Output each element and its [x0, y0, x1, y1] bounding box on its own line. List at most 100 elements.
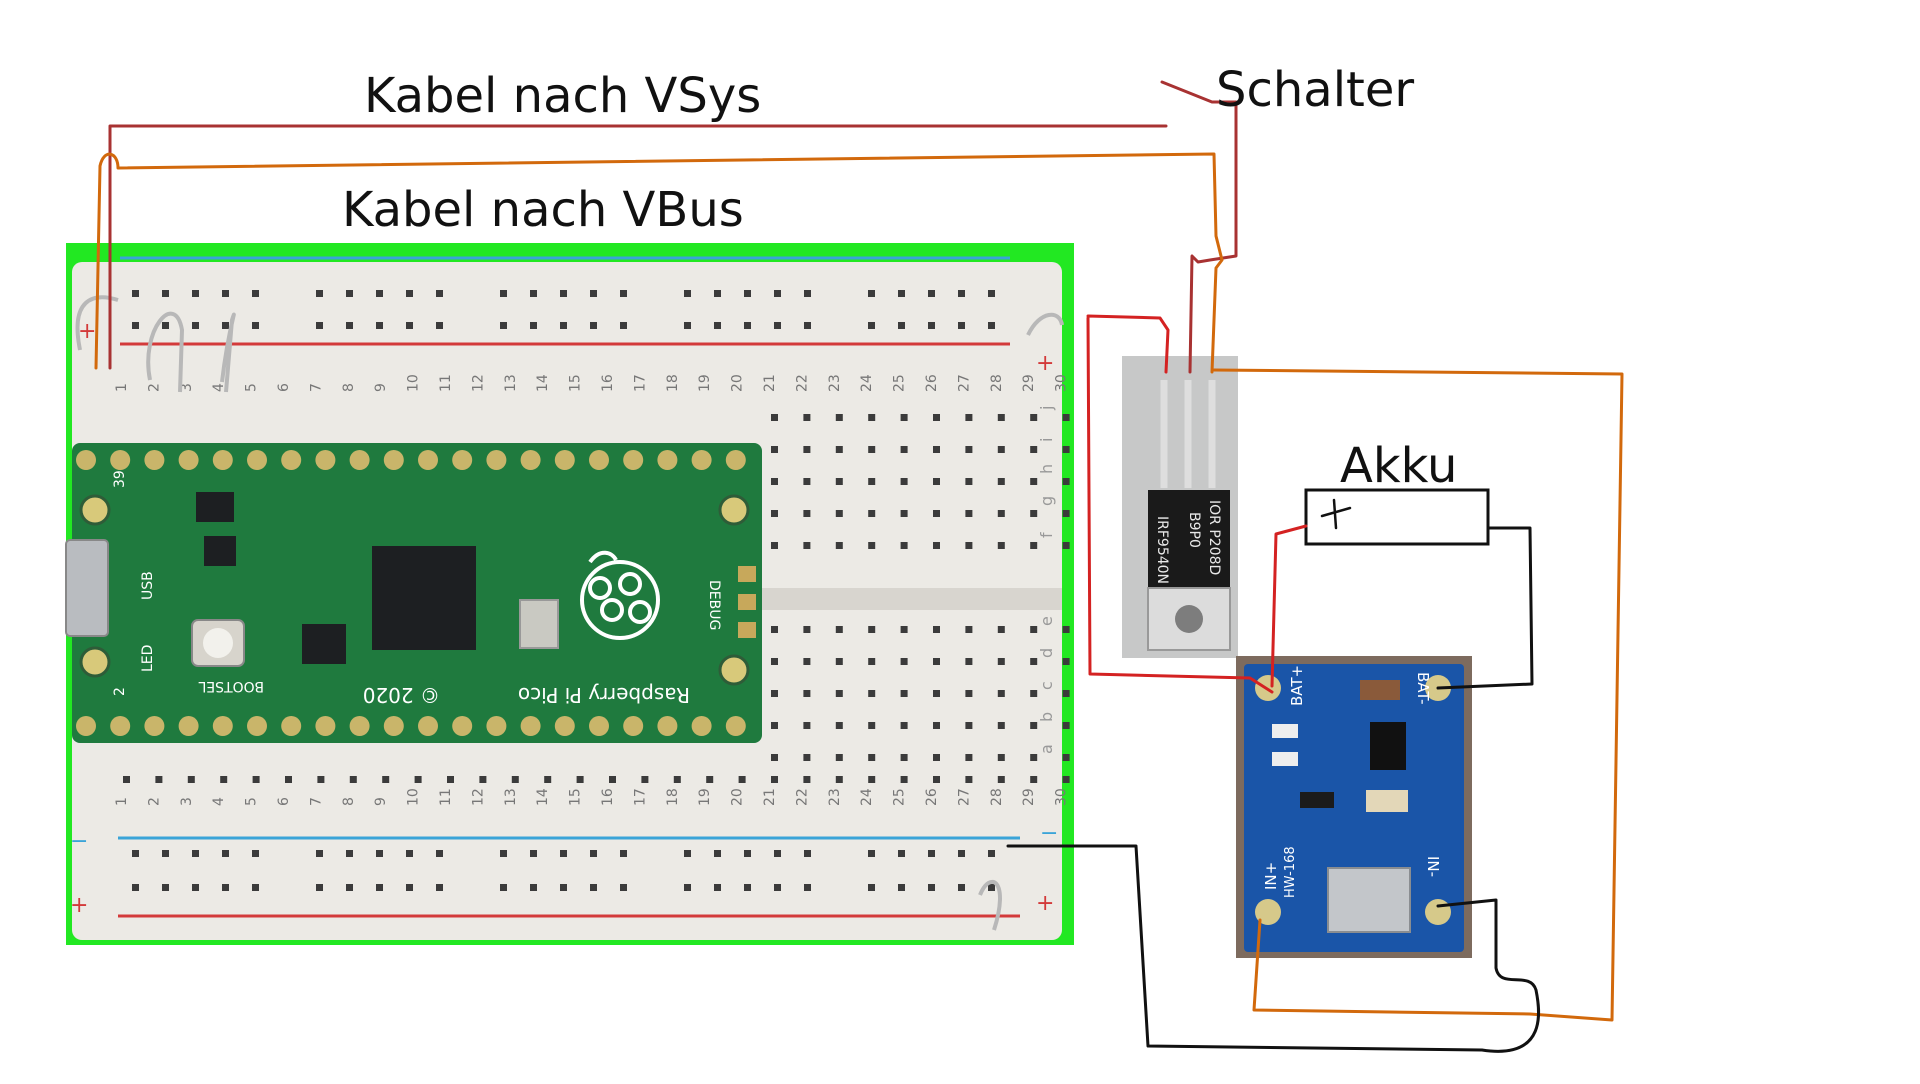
- terminal-hole: [803, 478, 811, 485]
- column-number: 1: [114, 383, 130, 392]
- terminal-hole: [576, 776, 584, 783]
- charger-cap: [1366, 790, 1408, 812]
- terminal-hole: [868, 478, 876, 485]
- terminal-hole: [349, 776, 357, 783]
- rail-hole: [744, 850, 751, 857]
- terminal-hole: [997, 446, 1005, 453]
- pico-pin-pad: [281, 716, 302, 736]
- pico-pin-pad: [623, 716, 644, 736]
- pico-mount-holes: [79, 494, 750, 686]
- pico-pin-pad: [212, 716, 233, 736]
- column-number: 17: [632, 374, 648, 392]
- rail-hole: [132, 850, 139, 857]
- column-number: 5: [244, 797, 260, 806]
- terminal-hole: [511, 776, 519, 783]
- terminal-hole: [868, 510, 876, 517]
- column-number: 18: [665, 788, 681, 806]
- debug-header: [738, 566, 756, 638]
- terminal-hole: [933, 446, 940, 453]
- terminal-hole: [965, 754, 973, 761]
- terminal-hole: [771, 754, 778, 761]
- column-number: 14: [535, 788, 551, 806]
- mosfet: IOR P208D B9P0 IRF9540N: [1122, 356, 1238, 658]
- rail-hole: [804, 290, 811, 297]
- row-letter: i: [1037, 438, 1056, 442]
- row-letter: e: [1037, 616, 1056, 626]
- terminal-hole: [1030, 690, 1038, 697]
- rail-hole: [406, 850, 413, 857]
- terminal-hole: [933, 722, 940, 729]
- jumper-wire: [220, 312, 236, 393]
- rail-hole: [376, 322, 383, 329]
- rail-hole: [376, 850, 383, 857]
- rail-hole: [774, 322, 781, 329]
- pico-pin-pad: [691, 716, 712, 736]
- column-number: 16: [600, 374, 616, 392]
- column-number: 20: [730, 788, 746, 806]
- vsys-cable-label: Kabel nach VSys: [364, 68, 762, 124]
- terminal-hole: [997, 510, 1005, 517]
- jumper-wire: [978, 879, 1002, 931]
- column-number: 24: [859, 374, 875, 392]
- terminal-hole: [1030, 510, 1038, 517]
- column-number: 22: [794, 374, 810, 392]
- terminal-hole: [835, 690, 843, 697]
- terminal-hole: [803, 510, 811, 517]
- rail-plus-label: +: [1036, 891, 1054, 916]
- column-number: 26: [924, 374, 940, 392]
- crystal: [519, 599, 559, 649]
- mosfet-brand-text: IOR P208D: [1206, 500, 1222, 575]
- terminal-hole: [187, 776, 195, 783]
- terminal-hole: [123, 776, 130, 783]
- rail-hole: [684, 322, 691, 329]
- terminal-hole: [414, 776, 422, 783]
- terminal-hole: [933, 414, 940, 421]
- rail-hole: [898, 290, 905, 297]
- pico-pin-pad: [212, 450, 233, 470]
- terminal-hole: [317, 776, 325, 783]
- pico-pin-pad: [418, 716, 438, 736]
- terminal-hole: [1062, 542, 1070, 549]
- column-number: 14: [535, 374, 551, 392]
- terminal-hole: [1062, 414, 1070, 421]
- wire-red-bat: [1086, 314, 1308, 694]
- usb-connector: [65, 539, 109, 637]
- rail-hole: [744, 884, 751, 891]
- column-number: 20: [730, 374, 746, 392]
- terminal-hole: [835, 626, 843, 633]
- column-number: 15: [568, 788, 584, 806]
- terminal-hole: [835, 478, 843, 485]
- terminal-hole: [997, 626, 1005, 633]
- column-number: 6: [276, 383, 292, 392]
- rail-hole: [590, 884, 597, 891]
- charger-ic: [1370, 722, 1406, 770]
- rail-plus-label: +: [78, 319, 96, 344]
- rail-hole: [898, 884, 905, 891]
- rail-hole: [868, 322, 875, 329]
- terminal-hole: [835, 754, 843, 761]
- charger-led: [1272, 752, 1298, 766]
- rail-hole: [988, 884, 995, 891]
- column-number: 7: [308, 383, 324, 392]
- column-number: 21: [762, 374, 778, 392]
- pico-pin-pad: [725, 450, 746, 470]
- rail-hole: [898, 850, 905, 857]
- rail-hole: [222, 322, 229, 329]
- rail-hole: [376, 290, 383, 297]
- terminal-hole: [1062, 510, 1070, 517]
- column-number: 9: [373, 797, 389, 806]
- rail-hole: [132, 290, 139, 297]
- terminal-hole: [835, 722, 843, 729]
- terminal-hole: [835, 776, 843, 783]
- terminal-hole: [1030, 414, 1038, 421]
- terminal-hole: [771, 478, 778, 485]
- pico-pin-pad: [383, 716, 404, 736]
- column-number: 1: [114, 797, 130, 806]
- column-number: 13: [503, 788, 519, 806]
- column-number: 3: [179, 383, 195, 392]
- column-number: 27: [956, 788, 972, 806]
- rail-hole: [804, 850, 811, 857]
- charger-module: BAT+ BAT- IN+ IN- HW-168: [1236, 656, 1472, 958]
- column-number: 18: [665, 374, 681, 392]
